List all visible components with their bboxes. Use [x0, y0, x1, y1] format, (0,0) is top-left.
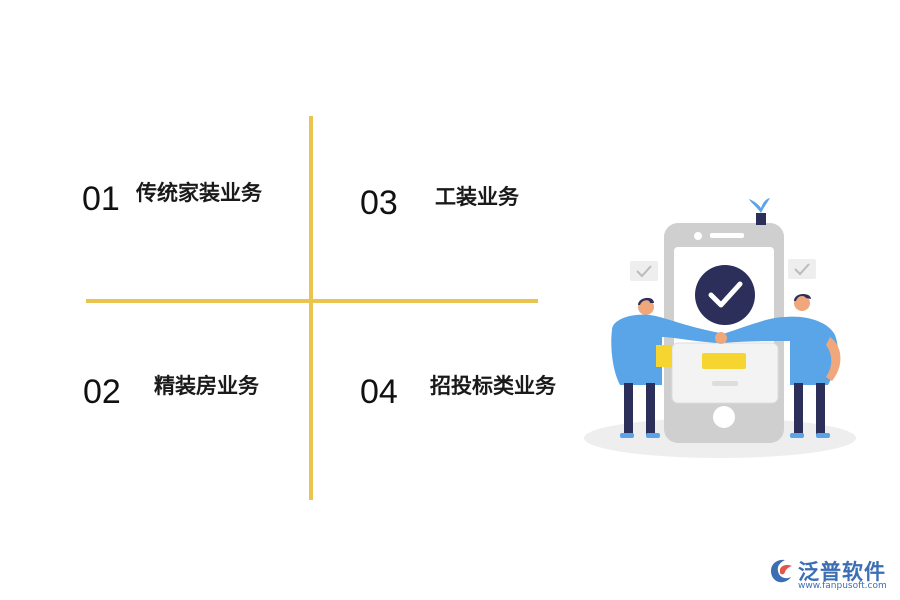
logo-url: www.fanpusoft.com	[798, 581, 887, 591]
horizontal-divider	[86, 299, 538, 303]
item-label: 精装房业务	[154, 374, 259, 398]
item-label: 工装业务	[435, 185, 519, 209]
item-label: 传统家装业务	[136, 181, 262, 205]
logo-name: 泛普软件	[798, 560, 886, 584]
person-left	[611, 297, 720, 438]
item-number: 04	[360, 373, 398, 411]
item-number: 01	[82, 180, 120, 218]
item-number: 03	[360, 184, 398, 222]
brand-logo: 泛普软件 www.fanpusoft.com	[768, 555, 894, 595]
plant-icon	[749, 198, 770, 213]
person-right	[720, 293, 841, 438]
item-label: 招投标类业务	[430, 374, 556, 398]
chat-bubble-icon	[630, 261, 658, 281]
message-card-icon	[702, 353, 746, 369]
chat-bubble-icon	[788, 259, 816, 279]
vertical-divider	[309, 116, 313, 500]
handshake-illustration	[584, 198, 856, 458]
check-icon	[695, 265, 755, 325]
item-number: 02	[83, 373, 121, 411]
logo-mark-icon	[771, 559, 792, 583]
